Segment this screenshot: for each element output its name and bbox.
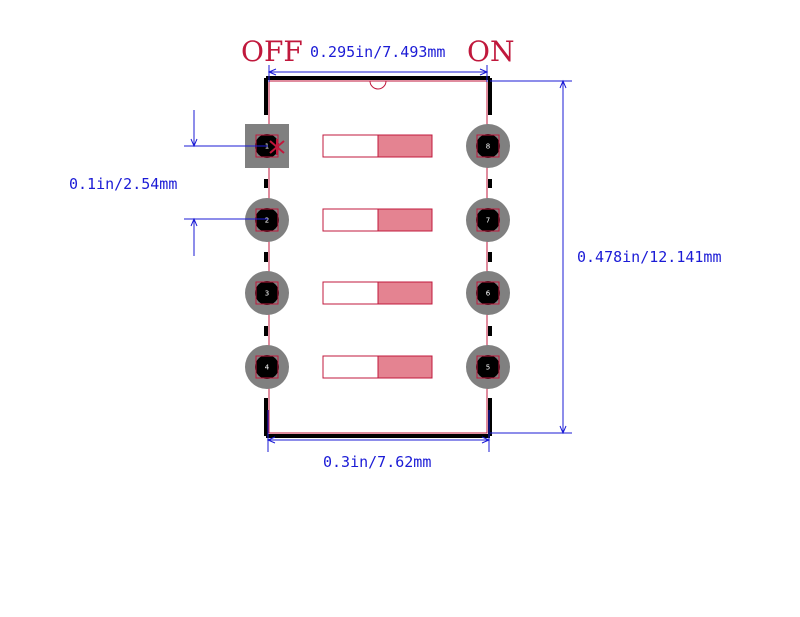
pin-number: 4	[265, 364, 270, 372]
top-width-dimension: 0.295in/7.493mm	[310, 43, 445, 61]
body-outline	[268, 80, 488, 434]
drill-hole	[255, 355, 279, 379]
pin1-notch	[369, 80, 387, 90]
pad-right-2: 7	[466, 198, 510, 242]
pin-number: 5	[486, 364, 490, 372]
pad-right-4: 5	[466, 345, 510, 389]
switch-4	[322, 355, 433, 379]
pad-left-4: 4	[245, 345, 289, 389]
switch-2	[322, 208, 433, 232]
switch-3	[322, 281, 433, 305]
drill-hole	[476, 134, 500, 158]
silkscreen-outline	[264, 76, 492, 438]
pad-outline	[476, 281, 500, 305]
pad-left-2: 2	[245, 198, 289, 242]
pin-number: 6	[486, 290, 491, 298]
drill-hole	[476, 208, 500, 232]
pad-outline	[476, 355, 500, 379]
bottom-width-dimension: 0.3in/7.62mm	[323, 453, 431, 471]
switch-1	[322, 134, 433, 158]
silkscreen-dashes	[264, 179, 492, 336]
pad-outline	[255, 281, 279, 305]
drill-hole	[255, 208, 279, 232]
switch-actuator	[377, 208, 433, 232]
dimension-lines	[184, 65, 572, 452]
pin1-marker	[269, 139, 285, 155]
pin-number: 8	[486, 143, 490, 151]
drill-hole	[476, 355, 500, 379]
drill-hole	[255, 281, 279, 305]
switch-actuator	[377, 355, 433, 379]
height-dimension: 0.478in/12.141mm	[577, 248, 722, 266]
pad-outline	[255, 355, 279, 379]
switch-array	[322, 134, 433, 379]
switch-actuator	[377, 281, 433, 305]
pad-left-3: 3	[245, 271, 289, 315]
switch-actuator	[377, 134, 433, 158]
pad-outline	[476, 208, 500, 232]
pin-number: 7	[486, 217, 490, 225]
pin-number: 3	[265, 290, 269, 298]
pin-number: 2	[265, 217, 269, 225]
pitch-dimension: 0.1in/2.54mm	[69, 175, 177, 193]
drill-hole	[476, 281, 500, 305]
pad-right-1: 8	[466, 124, 510, 168]
pad-outline	[476, 134, 500, 158]
pad-right-3: 6	[466, 271, 510, 315]
pad-outline	[255, 208, 279, 232]
on-label: ON	[467, 35, 514, 68]
off-label: OFF	[241, 35, 303, 68]
